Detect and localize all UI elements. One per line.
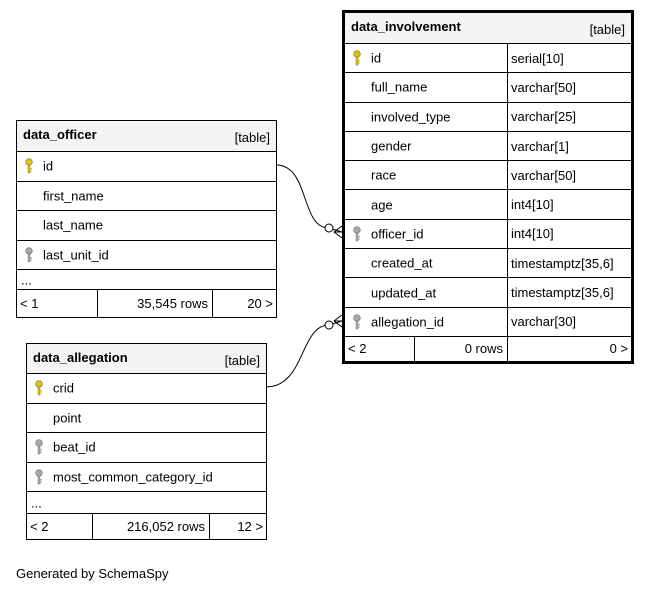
parents-count: < 2	[30, 519, 49, 534]
table-kind: [table]	[234, 130, 270, 145]
column-name: age	[371, 197, 393, 213]
column-type: serial[10]	[507, 44, 631, 73]
officer-relation-crowfoot-marker	[333, 225, 343, 239]
table-footer: < 1 35,545 rows 20 >	[17, 290, 276, 317]
column-row[interactable]: gender varchar[1]	[345, 131, 631, 162]
children-count: 20 >	[212, 290, 276, 317]
column-name: last_name	[43, 217, 103, 233]
children-count: 12 >	[209, 514, 266, 539]
column-row[interactable]: created_at timestamptz[35,6]	[345, 249, 631, 279]
column-row[interactable]: point	[27, 404, 266, 433]
column-row[interactable]: age int4[10]	[345, 190, 631, 220]
column-type: timestamptz[35,6]	[507, 278, 631, 307]
table-data-allegation[interactable]: data_allegation [table] crid point beat_id…	[26, 343, 267, 540]
column-name: crid	[53, 380, 74, 396]
column-row[interactable]: first_name	[17, 182, 276, 211]
allegation-relation-optional-marker	[324, 320, 334, 330]
column-name: id	[371, 50, 382, 66]
column-name: updated_at	[371, 285, 437, 301]
column-type: int4[10]	[507, 219, 631, 249]
column-type: varchar[25]	[507, 102, 631, 131]
column-name: beat_id	[53, 439, 96, 455]
column-type: varchar[50]	[507, 161, 631, 190]
primary-key-icon	[353, 50, 361, 66]
table-name: data_involvement	[351, 19, 461, 34]
column-name: point	[53, 410, 82, 426]
column-row[interactable]: involved_type varchar[25]	[345, 102, 631, 132]
column-row[interactable]: last_name	[17, 211, 276, 241]
table-header: data_involvement [table]	[345, 13, 631, 44]
column-row[interactable]: last_unit_id	[17, 241, 276, 270]
column-name: first_name	[43, 188, 104, 204]
table-kind: [table]	[224, 353, 260, 368]
column-list: id first_name last_name last_unit_id	[17, 152, 276, 270]
column-row[interactable]: race varchar[50]	[345, 161, 631, 191]
table-header: data_allegation [table]	[27, 344, 266, 374]
column-row[interactable]: crid	[27, 374, 266, 404]
more-columns-indicator: ...	[27, 492, 266, 514]
allegation-involvement-relation	[265, 320, 343, 388]
table-name: data_officer	[23, 127, 97, 142]
column-list: crid point beat_id most_common_category_id	[27, 374, 266, 492]
column-name: most_common_category_id	[53, 469, 213, 485]
table-name: data_allegation	[33, 350, 128, 365]
primary-key-icon	[35, 380, 43, 396]
column-row[interactable]: most_common_category_id	[27, 463, 266, 492]
foreign-key-icon	[35, 469, 43, 484]
column-name: last_unit_id	[43, 247, 109, 263]
column-type: varchar[50]	[507, 73, 631, 102]
column-row[interactable]: officer_id int4[10]	[345, 219, 631, 250]
column-name: officer_id	[371, 226, 424, 242]
column-row[interactable]: allegation_id varchar[30]	[345, 307, 631, 337]
column-name: involved_type	[371, 109, 451, 125]
more-text: ...	[21, 272, 32, 287]
row-count: 0 rows	[414, 336, 507, 361]
foreign-key-icon	[35, 439, 43, 455]
column-row[interactable]: id serial[10]	[345, 44, 631, 74]
foreign-key-icon	[353, 226, 361, 242]
officer-relation-optional-marker	[324, 223, 334, 233]
row-count: 35,545 rows	[97, 290, 212, 317]
children-count: 0 >	[507, 336, 631, 361]
column-name: allegation_id	[371, 314, 445, 330]
column-row[interactable]: full_name varchar[50]	[345, 73, 631, 103]
row-count: 216,052 rows	[92, 514, 209, 539]
column-name: gender	[371, 138, 412, 154]
column-row[interactable]: beat_id	[27, 433, 266, 463]
allegation-relation-crowfoot-marker	[333, 314, 343, 328]
officer-involvement-relation	[275, 164, 343, 233]
table-footer: < 2 216,052 rows 12 >	[27, 514, 266, 539]
parents-count: < 1	[20, 296, 39, 311]
column-row[interactable]: id	[17, 152, 276, 182]
table-header: data_officer [table]	[17, 121, 276, 152]
column-name: id	[43, 158, 54, 174]
column-name: race	[371, 167, 397, 183]
more-columns-indicator: ...	[17, 270, 276, 290]
table-kind: [table]	[589, 22, 625, 37]
column-type: varchar[30]	[507, 307, 631, 336]
foreign-key-icon	[25, 247, 33, 262]
column-name: full_name	[371, 79, 428, 95]
column-row[interactable]: updated_at timestamptz[35,6]	[345, 278, 631, 308]
table-footer: < 2 0 rows 0 >	[345, 336, 631, 361]
column-type: varchar[1]	[507, 131, 631, 161]
generated-by-label: Generated by SchemaSpy	[16, 566, 169, 581]
more-text: ...	[31, 495, 42, 510]
table-data-officer[interactable]: data_officer [table] id first_name last_na…	[16, 120, 277, 318]
primary-key-icon	[25, 158, 33, 174]
column-name: created_at	[371, 255, 433, 271]
parents-count: < 2	[348, 341, 367, 357]
column-type: timestamptz[35,6]	[507, 249, 631, 278]
column-type: int4[10]	[507, 190, 631, 219]
foreign-key-icon	[353, 314, 361, 330]
